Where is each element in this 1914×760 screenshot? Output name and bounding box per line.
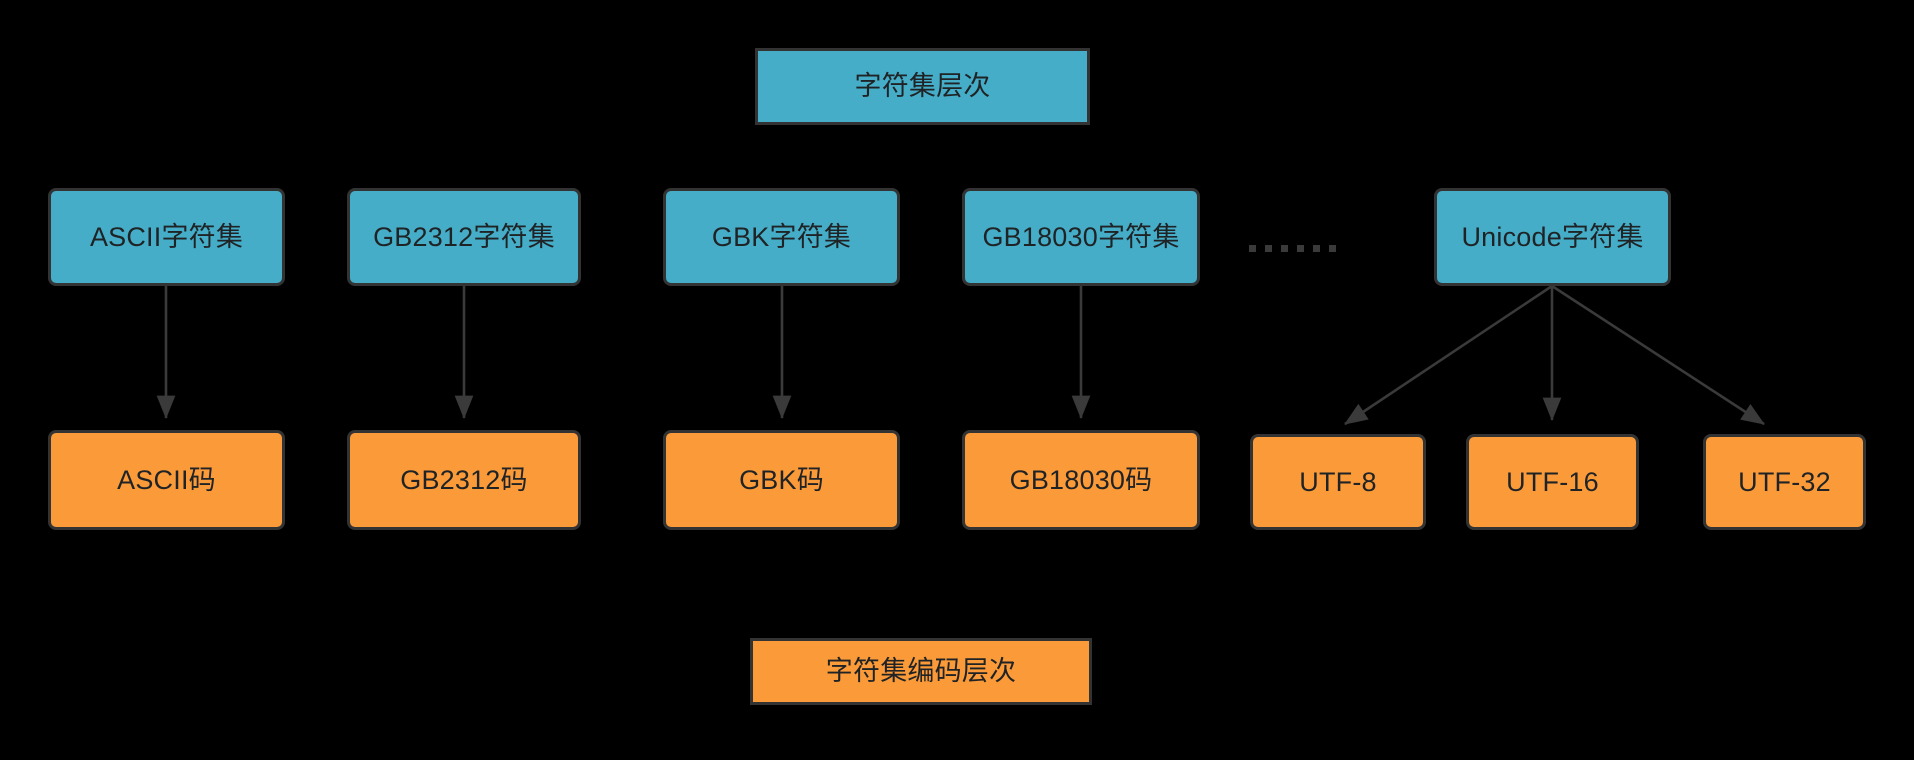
edge-unicode-to-utf8 — [1344, 284, 1553, 426]
encoding-layer-title-label: 字符集编码层次 — [825, 656, 1017, 687]
node-gb2312-code[interactable]: GB2312码 — [347, 430, 581, 530]
node-unicode-charset[interactable]: Unicode字符集 — [1434, 188, 1671, 286]
node-ascii-charset-label: ASCII字符集 — [89, 221, 244, 252]
node-utf32-label: UTF-32 — [1738, 466, 1831, 497]
node-gbk-charset-label: GBK字符集 — [711, 221, 852, 252]
node-utf16-label: UTF-16 — [1506, 466, 1599, 497]
node-utf8-label: UTF-8 — [1299, 466, 1377, 497]
node-ascii-code-label: ASCII码 — [117, 464, 216, 495]
node-gb2312-code-label: GB2312码 — [400, 464, 528, 495]
node-utf8[interactable]: UTF-8 — [1250, 434, 1426, 530]
ellipsis-dot — [1265, 245, 1272, 252]
node-gb18030-charset[interactable]: GB18030字符集 — [962, 188, 1200, 286]
edge-unicode-to-utf32 — [1551, 284, 1765, 426]
ellipsis-dot — [1297, 245, 1304, 252]
charset-layer-title-label: 字符集层次 — [854, 71, 991, 102]
node-gb18030-charset-label: GB18030字符集 — [982, 221, 1180, 252]
ellipsis-more-charsets — [1249, 245, 1336, 252]
charset-layer-title-box: 字符集层次 — [755, 48, 1090, 125]
node-gbk-code-label: GBK码 — [739, 464, 824, 495]
node-utf16[interactable]: UTF-16 — [1466, 434, 1639, 530]
node-utf32[interactable]: UTF-32 — [1703, 434, 1866, 530]
ellipsis-dot — [1329, 245, 1336, 252]
ellipsis-dot — [1281, 245, 1288, 252]
node-gb2312-charset[interactable]: GB2312字符集 — [347, 188, 581, 286]
node-gbk-charset[interactable]: GBK字符集 — [663, 188, 900, 286]
node-ascii-charset[interactable]: ASCII字符集 — [48, 188, 285, 286]
node-unicode-charset-label: Unicode字符集 — [1461, 221, 1644, 252]
ellipsis-dot — [1249, 245, 1256, 252]
node-gb18030-code-label: GB18030码 — [1009, 464, 1153, 495]
node-ascii-code[interactable]: ASCII码 — [48, 430, 285, 530]
node-gb18030-code[interactable]: GB18030码 — [962, 430, 1200, 530]
ellipsis-dot — [1313, 245, 1320, 252]
encoding-layer-title-box: 字符集编码层次 — [750, 638, 1092, 705]
node-gb2312-charset-label: GB2312字符集 — [373, 221, 555, 252]
node-gbk-code[interactable]: GBK码 — [663, 430, 900, 530]
